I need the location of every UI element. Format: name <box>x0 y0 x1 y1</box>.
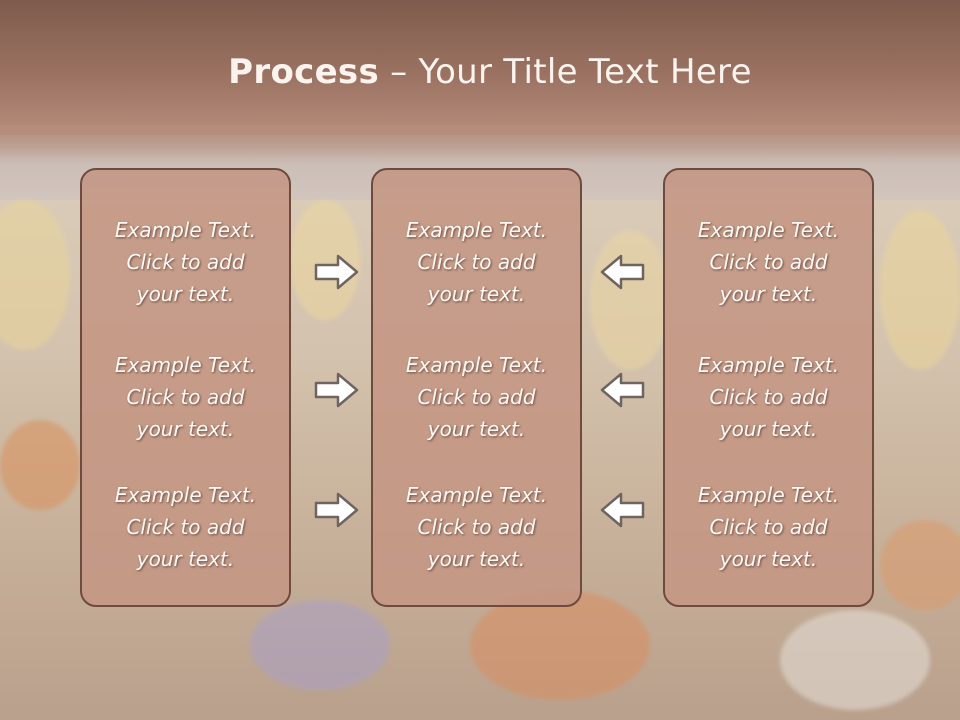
text-line: your text. <box>719 417 818 441</box>
text-block[interactable]: Example Text. Click to add your text. <box>373 349 580 445</box>
text-line: your text. <box>136 547 235 571</box>
pansy-shape <box>0 420 80 510</box>
text-line: Example Text. <box>405 353 548 377</box>
text-block[interactable]: Example Text. Click to add your text. <box>82 214 289 310</box>
text-block[interactable]: Example Text. Click to add your text. <box>665 214 872 310</box>
text-line: Example Text. <box>114 483 257 507</box>
text-block[interactable]: Example Text. Click to add your text. <box>665 349 872 445</box>
pansy-shape <box>250 600 390 690</box>
text-block[interactable]: Example Text. Click to add your text. <box>373 214 580 310</box>
tulip-shape <box>290 200 360 320</box>
text-line: Example Text. <box>405 483 548 507</box>
text-line: Click to add <box>709 515 828 539</box>
pansy-shape <box>880 520 960 610</box>
panel-right[interactable]: Example Text. Click to add your text. Ex… <box>663 168 874 607</box>
panel-center[interactable]: Example Text. Click to add your text. Ex… <box>371 168 582 607</box>
text-line: Example Text. <box>697 218 840 242</box>
slide-title-bold: Process <box>228 52 380 92</box>
pansy-shape <box>780 610 930 710</box>
tulip-shape <box>880 210 960 370</box>
text-line: Example Text. <box>114 218 257 242</box>
arrow-right-icon[interactable] <box>313 370 361 410</box>
arrow-right-icon[interactable] <box>313 252 361 292</box>
pansy-shape <box>470 590 650 700</box>
text-line: your text. <box>719 282 818 306</box>
tulip-shape <box>590 230 670 370</box>
text-line: Click to add <box>417 250 536 274</box>
text-line: Click to add <box>709 250 828 274</box>
text-line: Click to add <box>417 515 536 539</box>
tulip-shape <box>0 200 70 350</box>
text-block[interactable]: Example Text. Click to add your text. <box>665 479 872 575</box>
panel-left[interactable]: Example Text. Click to add your text. Ex… <box>80 168 291 607</box>
title-band-fade <box>0 125 960 165</box>
text-line: your text. <box>136 417 235 441</box>
slide-title[interactable]: Process – Your Title Text Here <box>0 52 960 92</box>
text-line: your text. <box>136 282 235 306</box>
arrow-left-icon[interactable] <box>598 252 646 292</box>
text-line: Click to add <box>417 385 536 409</box>
slide-title-rest: – Your Title Text Here <box>379 52 752 92</box>
text-line: Example Text. <box>405 218 548 242</box>
arrow-right-icon[interactable] <box>313 490 361 530</box>
text-line: your text. <box>427 547 526 571</box>
text-block[interactable]: Example Text. Click to add your text. <box>373 479 580 575</box>
text-line: Click to add <box>126 385 245 409</box>
text-line: Click to add <box>126 250 245 274</box>
text-line: Click to add <box>709 385 828 409</box>
text-line: Example Text. <box>697 483 840 507</box>
text-block[interactable]: Example Text. Click to add your text. <box>82 479 289 575</box>
arrow-left-icon[interactable] <box>598 370 646 410</box>
text-block[interactable]: Example Text. Click to add your text. <box>82 349 289 445</box>
title-band <box>0 0 960 165</box>
text-line: your text. <box>427 417 526 441</box>
text-line: Example Text. <box>697 353 840 377</box>
text-line: Example Text. <box>114 353 257 377</box>
text-line: your text. <box>427 282 526 306</box>
text-line: Click to add <box>126 515 245 539</box>
text-line: your text. <box>719 547 818 571</box>
arrow-left-icon[interactable] <box>598 490 646 530</box>
